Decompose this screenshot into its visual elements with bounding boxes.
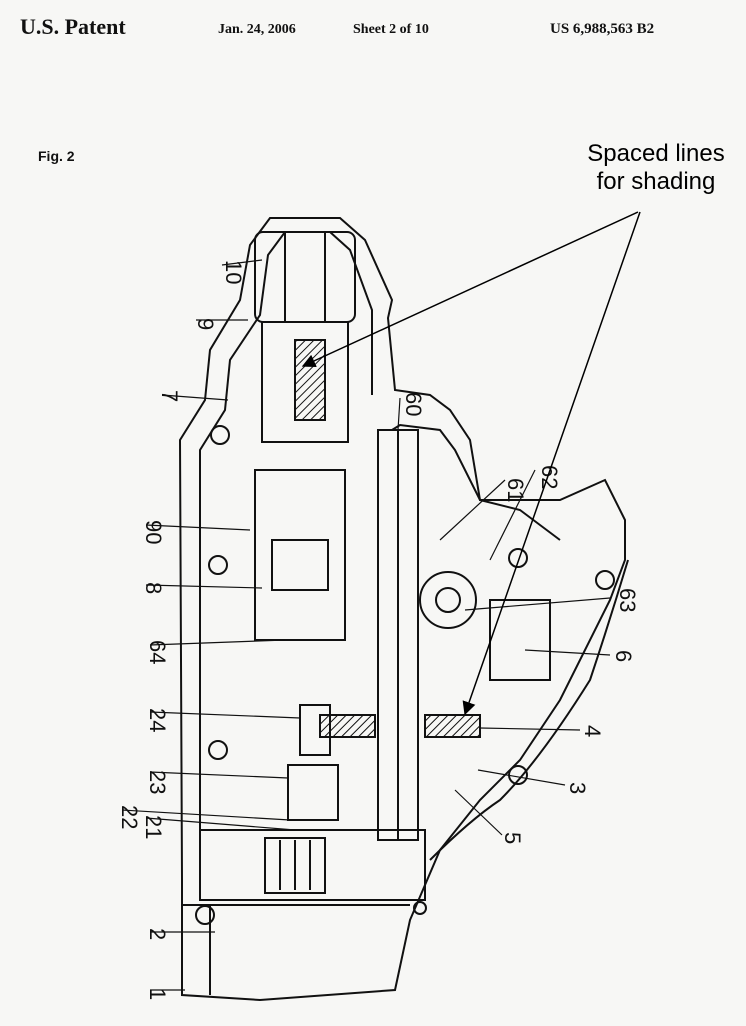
hatched-piston	[294, 339, 326, 421]
patent-label: U.S. Patent	[20, 14, 126, 39]
ref-4: 4	[580, 725, 605, 737]
arrow-to-piston	[301, 211, 639, 368]
switch-lever	[299, 704, 331, 756]
ref-62: 62	[537, 465, 562, 489]
air-duct	[391, 423, 561, 541]
ref-61: 61	[503, 478, 528, 502]
motor-block	[254, 469, 346, 641]
lower-housing	[199, 829, 426, 901]
hatched-bar-right	[424, 714, 481, 738]
ref-23: 23	[145, 770, 170, 794]
ref-24: 24	[145, 708, 170, 732]
tool-outline	[178, 217, 629, 1002]
right-bracket	[489, 599, 551, 681]
chuck-body	[254, 231, 356, 323]
ref-5: 5	[500, 832, 525, 844]
ref-6: 6	[611, 650, 636, 662]
hatched-bar-left	[319, 714, 376, 738]
motor-core	[271, 539, 329, 591]
ref-90: 90	[141, 520, 166, 544]
cylinder	[261, 321, 349, 443]
chuck-bore	[284, 231, 326, 323]
patent-date: Jan. 24, 2006	[218, 22, 296, 37]
leader-lines	[121, 259, 611, 991]
ref-8: 8	[141, 582, 166, 594]
terminal-block	[264, 837, 326, 894]
patent-number: US 6,988,563 B2	[550, 21, 655, 37]
sheet-number: Sheet 2 of 10	[353, 22, 429, 37]
switch-block	[287, 764, 339, 821]
ref-22: 22	[117, 805, 142, 829]
annotation-arrows	[301, 211, 641, 716]
ref-63: 63	[615, 588, 640, 612]
ref-60: 60	[401, 392, 426, 416]
annotation-line-2: for shading	[596, 168, 716, 195]
ref-1: 1	[145, 988, 170, 1000]
ref-3: 3	[565, 782, 590, 794]
gear-hub	[435, 587, 461, 613]
ref-2: 2	[145, 928, 170, 940]
housing-inner	[199, 231, 373, 880]
figure-label: Fig. 2	[38, 148, 75, 164]
arrow-to-gear-bar	[462, 211, 641, 716]
annotation-line-1: Spaced lines	[587, 140, 725, 167]
gear	[419, 571, 477, 629]
ref-9: 9	[193, 318, 218, 330]
ref-64: 64	[145, 640, 170, 664]
shading-annotation: Spaced lines for shading	[566, 140, 746, 196]
